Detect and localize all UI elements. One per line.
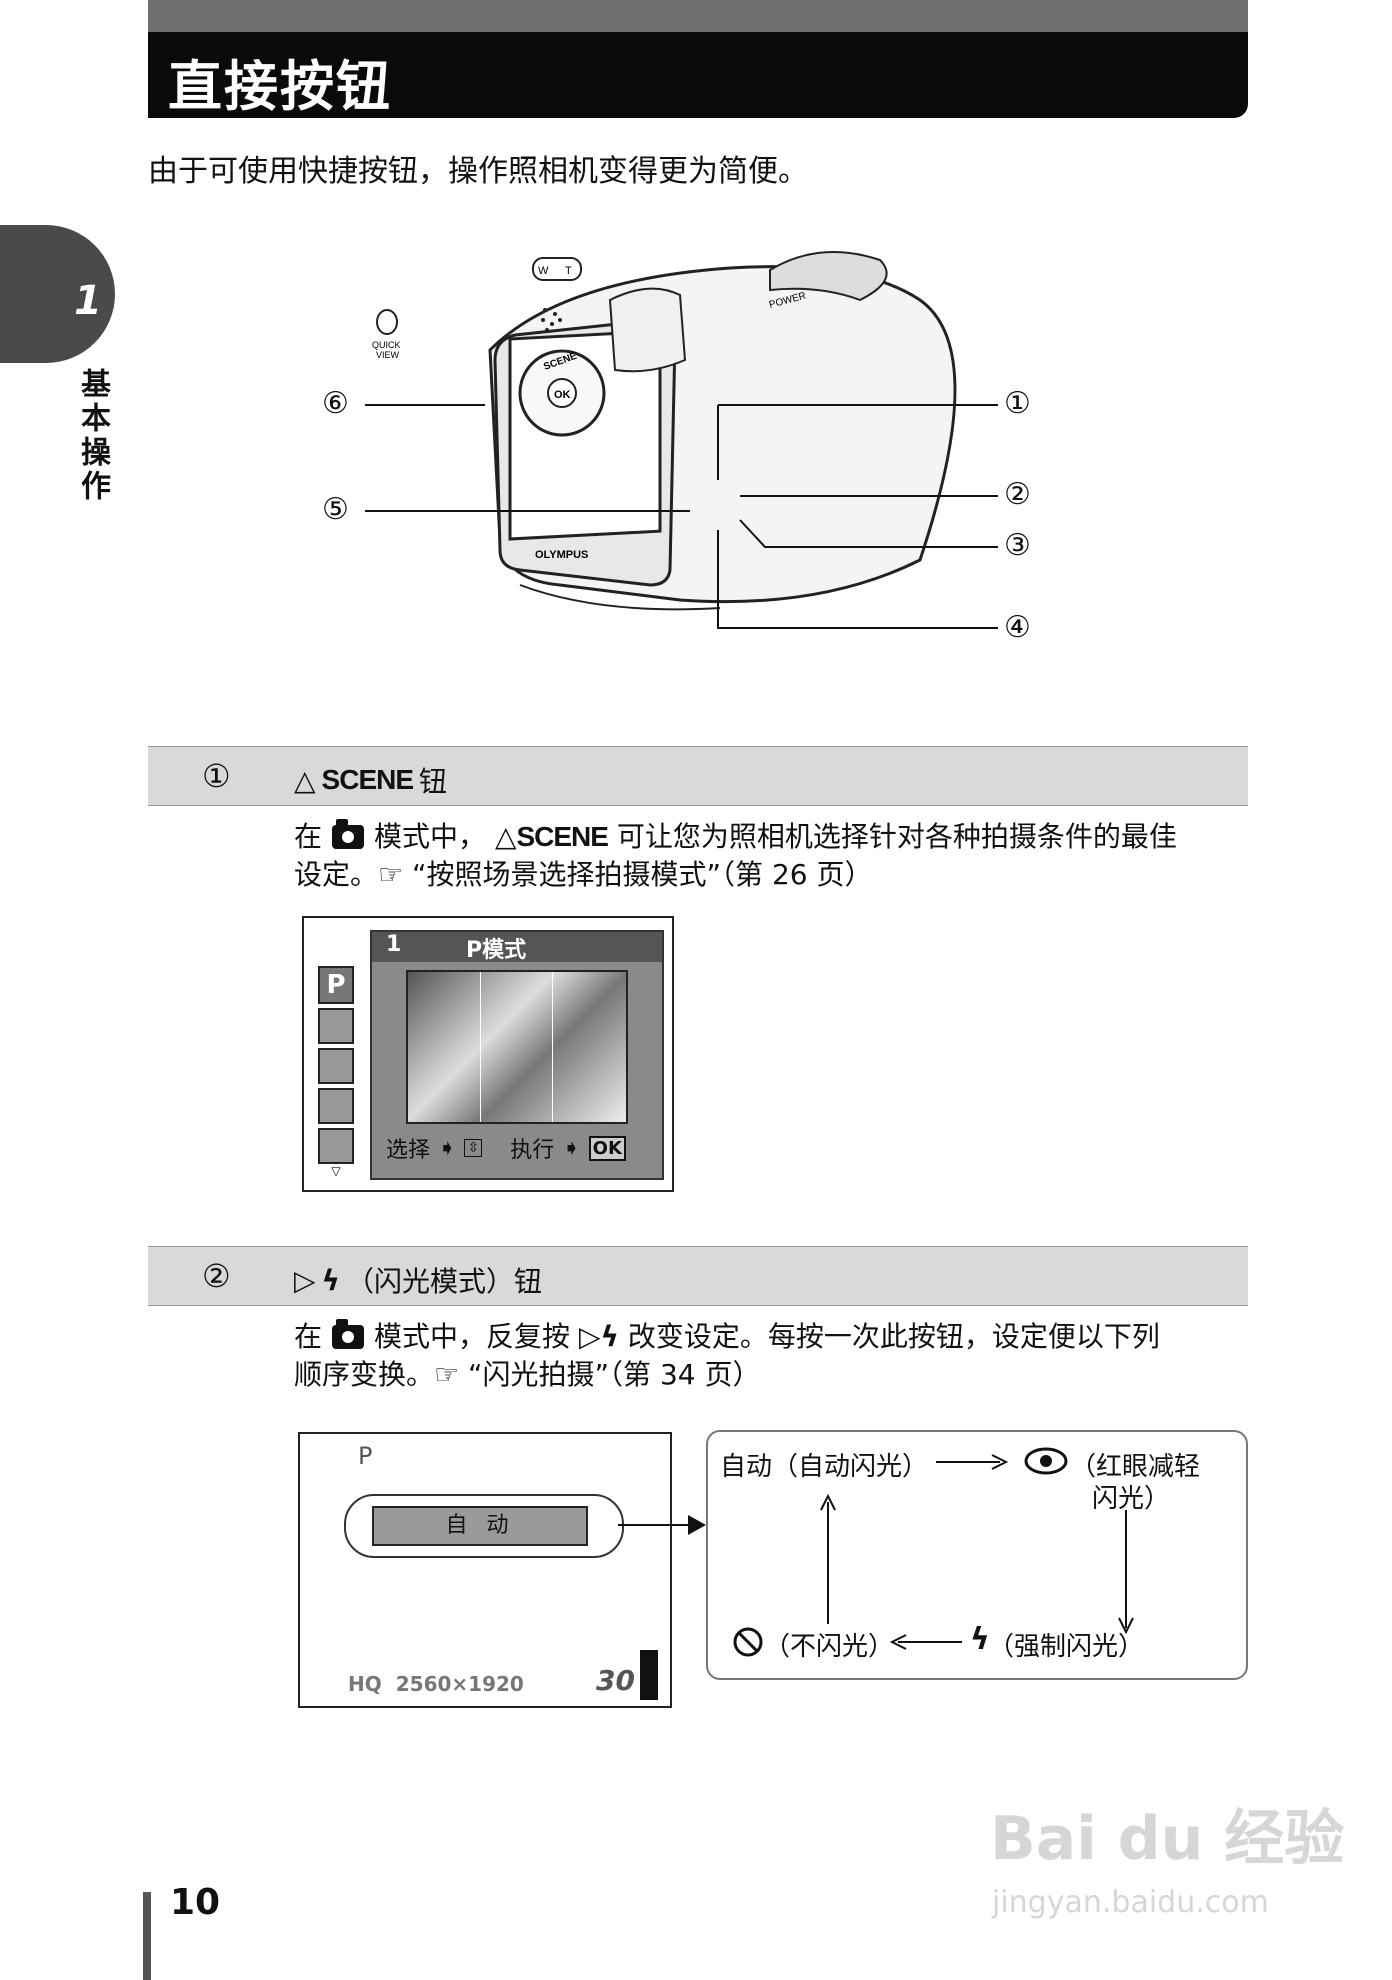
portrait-icon	[318, 1008, 354, 1044]
chapter-number: 1	[74, 278, 102, 324]
section2-title-suffix: （闪光模式）钮	[346, 1265, 543, 1298]
flash-mode-label: 自 动	[372, 1506, 588, 1546]
intro-text: 由于可使用快捷按钮，操作照相机变得更为简便。	[148, 154, 808, 189]
flash-pill: 自 动	[344, 1494, 624, 1558]
header-top-bar	[148, 0, 1248, 32]
quick-view-button	[376, 309, 398, 335]
callout-2: ②	[1004, 477, 1031, 512]
reference-icon: ☞	[434, 1358, 460, 1391]
callout-4: ④	[1004, 610, 1031, 645]
section1-title-suffix: 钮	[419, 765, 448, 798]
svg-text:VIEW: VIEW	[376, 350, 400, 360]
quick-view-label: QUICK	[372, 340, 401, 350]
right-triangle-icon: ▷	[578, 1320, 601, 1353]
title-bar	[148, 32, 1248, 118]
section1-header	[148, 746, 1248, 806]
mode-dial	[769, 251, 888, 302]
up-triangle-icon: △	[494, 820, 517, 853]
svg-text:T: T	[565, 265, 572, 277]
callout-6: ⑥	[322, 386, 349, 421]
landscape-portrait-icon	[318, 1088, 354, 1124]
flash-redeye-text: （红眼减轻	[1070, 1452, 1201, 1482]
landscape-icon	[318, 1048, 354, 1084]
section2-header	[148, 1246, 1248, 1306]
flash-forced-icon: ϟ	[970, 1622, 990, 1657]
callout-1: ①	[1004, 386, 1031, 421]
flow-arrow	[618, 1515, 706, 1535]
shots-remaining: 30	[596, 1664, 635, 1697]
up-triangle-icon: △	[294, 763, 316, 797]
page-number: 10	[170, 1882, 221, 1923]
program-mode-icon: P	[358, 1442, 373, 1470]
page-rule	[143, 1892, 151, 1980]
speaker-dots	[541, 308, 562, 332]
flash-forced-text: （强制闪光）	[988, 1632, 1145, 1662]
section1-title: △ SCENE 钮	[294, 760, 447, 800]
watermark-url: jingyan.baidu.com	[992, 1885, 1269, 1920]
eye-icon	[1024, 1447, 1068, 1475]
scene-preview-panel: 1 P模式 选择➧⇳ 执行➧ OK	[370, 930, 664, 1180]
section1-body: 在模式中， △SCENE 可让您为照相机选择针对各种拍摄条件的最佳 设定。☞ “…	[294, 819, 1177, 891]
reference-icon: ☞	[378, 858, 404, 891]
quality-label: HQ	[348, 1672, 382, 1696]
scene-footer: 选择➧⇳ 执行➧ OK	[386, 1132, 662, 1164]
flash-off-icon	[733, 1627, 763, 1657]
flash-icon: ϟ	[321, 1263, 341, 1297]
scene-label: SCENE	[321, 764, 414, 795]
watermark-logo: Bai du 经验	[990, 1804, 1345, 1874]
section2-title: ▷ ϟ （闪光模式）钮	[294, 1260, 542, 1300]
page-title: 直接按钮	[168, 55, 392, 118]
flash-mode-screen: P 自 动 HQ 2560×1920 30	[298, 1432, 672, 1708]
section2-body: 在模式中，反复按 ▷ϟ 改变设定。每按一次此按钮，设定便以下列 顺序变换。☞ “…	[294, 1319, 1160, 1391]
flash-auto-text: 自动（自动闪光）	[720, 1452, 929, 1482]
resolution-label: 2560×1920	[395, 1672, 524, 1696]
flash-sequence-diagram: 自动（自动闪光） （红眼减轻 闪光） （不闪光） ϟ （强制闪光）	[706, 1430, 1248, 1680]
section1-number: ①	[202, 757, 231, 795]
chapter-tab	[0, 225, 115, 363]
chapter-label: 基本操作	[75, 368, 110, 504]
updown-icon: ⇳	[464, 1139, 483, 1157]
memory-gauge	[640, 1650, 658, 1700]
camera-mode-icon	[332, 1319, 365, 1349]
brand-label: OLYMPUS	[535, 549, 588, 561]
scene-sample-image	[406, 970, 628, 1124]
camera-illustration: POWER OLYMPUS QUICK VIEW W T OK SCENE	[372, 251, 957, 611]
callout-lines	[365, 404, 998, 629]
scroll-down-icon: ▽	[331, 1164, 341, 1178]
svg-text:W: W	[538, 265, 549, 277]
night-scene-icon	[318, 1128, 354, 1164]
scene-preview-header: 1 P模式	[372, 932, 662, 963]
callout-5: ⑤	[322, 492, 349, 527]
scene-icon-column: P ▽	[318, 966, 354, 1178]
callout-3: ③	[1004, 528, 1031, 563]
quality-info: HQ 2560×1920	[348, 1672, 524, 1696]
ok-icon: OK	[588, 1135, 626, 1161]
ok-button	[547, 378, 577, 408]
program-mode-icon: P	[318, 966, 354, 1004]
svg-text:OK: OK	[554, 389, 571, 401]
section2-number: ②	[202, 1257, 231, 1295]
right-triangle-icon: ▷	[294, 1263, 316, 1297]
lens-cover	[608, 287, 687, 373]
flash-off-text: （不闪光）	[764, 1632, 895, 1662]
camera-mode-icon	[332, 819, 365, 849]
zoom-lever	[532, 257, 582, 281]
scene-menu-screen: P ▽ 1 P模式 选择➧⇳ 执行➧ OK	[302, 916, 674, 1192]
flash-icon: ϟ	[600, 1320, 619, 1353]
